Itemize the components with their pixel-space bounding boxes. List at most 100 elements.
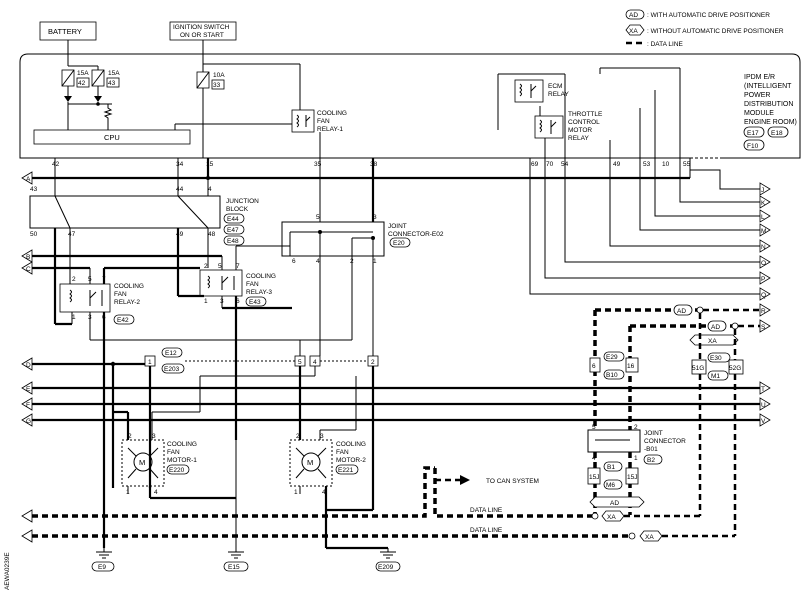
junction-block — [29, 195, 221, 229]
svg-text:A: A — [26, 176, 31, 183]
ipdm-label-4: DISTRIBUTION — [744, 101, 793, 108]
fuse-33-amp: 10A — [213, 72, 225, 79]
svg-text:E: E — [26, 386, 31, 393]
jb-pin-49: 49 — [176, 231, 184, 238]
rb-jc-1: JOINT — [644, 430, 663, 437]
cfr1-label-3: RELAY-1 — [317, 126, 343, 133]
rb-e30: E30 — [710, 355, 722, 362]
rb-pin-16: 16 — [627, 363, 635, 370]
data-line-1: DATA LINE — [470, 507, 503, 514]
rb-pin-4: 4 — [592, 455, 596, 462]
ipdm-conn-2: E18 — [771, 130, 783, 137]
m2-pin-2: 2 — [296, 433, 300, 440]
mc-pin-5: 5 — [298, 359, 302, 366]
je-pin-3: 3 — [373, 214, 377, 221]
rb-pin-6: 6 — [592, 363, 596, 370]
thr-label-4: RELAY — [568, 135, 589, 142]
rb-xa: XA — [708, 338, 717, 345]
ipdm-label: IPDM E/R (INTELLIGENT POWER DISTRIBUTION… — [743, 74, 797, 151]
ground-e15-label: E15 — [228, 564, 240, 571]
legend-ad-text: : WITH AUTOMATIC DRIVE POSITIONER — [647, 12, 770, 19]
side-id: AEWA0239E — [4, 552, 11, 590]
cooling-fan-relay-3 — [199, 269, 243, 297]
r2-pin-1: 1 — [72, 314, 76, 321]
m1-label-3: MOTOR-1 — [167, 457, 197, 464]
ecm-relay-label-2: RELAY — [548, 91, 569, 98]
jb-conn-1: E44 — [227, 216, 239, 223]
pin-53: 53 — [643, 161, 651, 168]
thr-label-1: THROTTLE — [568, 111, 603, 118]
ecm-relay-label-1: ECM — [548, 83, 562, 90]
m1-pin-2: 2 — [128, 433, 132, 440]
jb-conn-2: E47 — [227, 227, 239, 234]
battery-label: BATTERY — [48, 27, 82, 36]
rb-b10: B10 — [606, 372, 618, 379]
ipdm-label-2: (INTELLIGENT — [744, 83, 792, 90]
m2-conn: E221 — [338, 467, 354, 474]
left-marker-h2 — [21, 529, 33, 543]
svg-text:U: U — [761, 402, 766, 409]
ground-e9-label: E9 — [98, 564, 106, 571]
mc-conn-1: E12 — [165, 350, 177, 357]
r2-label-1: COOLING — [114, 283, 144, 290]
svg-text:O: O — [761, 260, 766, 267]
r3-label-2: FAN — [246, 281, 259, 288]
m1-label-2: FAN — [167, 449, 180, 456]
to-can-system: TO CAN SYSTEM — [486, 478, 539, 485]
m1-conn: E220 — [169, 467, 185, 474]
svg-text:P: P — [761, 276, 765, 283]
svg-text:Q: Q — [761, 292, 766, 299]
r3-pin-6: 6 — [236, 298, 240, 305]
ground-e209 — [375, 561, 401, 572]
data-line-2: DATA LINE — [470, 527, 503, 534]
rb-ad-2: AD — [711, 324, 720, 331]
pin-49: 49 — [613, 161, 621, 168]
ground-e15 — [223, 561, 249, 572]
r3-pin-7: 7 — [236, 263, 240, 270]
rb-pin-52g: 52G — [729, 365, 741, 372]
cooling-fan-motor-1 — [121, 439, 165, 487]
je-pin-5: 5 — [316, 214, 320, 221]
pin-34: 34 — [176, 161, 184, 168]
mc-pin-4: 4 — [313, 359, 317, 366]
thr-label-2: CONTROL — [568, 119, 600, 126]
fuse-43-num: 43 — [108, 80, 116, 87]
jb-label-1: JUNCTION — [226, 198, 259, 205]
pin-15: 15 — [206, 161, 214, 168]
pin-10: 10 — [662, 161, 670, 168]
cpu-label: CPU — [104, 133, 120, 142]
svg-text:L: L — [761, 214, 765, 221]
r3-pin-1: 1 — [204, 298, 208, 305]
m2-label-2: FAN — [336, 449, 349, 456]
fuse-42-amp: 15A — [77, 70, 89, 77]
rb-pin-1: 1 — [634, 455, 638, 462]
cooling-fan-relay-1 — [291, 109, 315, 133]
svg-text:T: T — [761, 386, 765, 393]
mc-conn-2: E203 — [164, 366, 180, 373]
legend-xa-text: : WITHOUT AUTOMATIC DRIVE POSITIONER — [647, 28, 784, 35]
je-conn: E20 — [393, 240, 405, 247]
rb-15j-b: 15J — [627, 474, 637, 481]
svg-text:R: R — [761, 308, 766, 315]
je-label-1: JOINT — [388, 223, 407, 230]
m1-pin-3: 3 — [152, 433, 156, 440]
je-pin-1: 1 — [373, 258, 377, 265]
rb-ad-1: AD — [677, 308, 686, 315]
pin-69: 69 — [531, 161, 539, 168]
fuse-42-num: 42 — [78, 80, 86, 87]
rb-pin-2: 2 — [634, 424, 638, 431]
throttle-control-motor-relay — [534, 115, 564, 139]
svg-text:J: J — [761, 187, 764, 194]
ecm-relay — [514, 79, 544, 103]
je-pin-6: 6 — [292, 258, 296, 265]
m1-label-1: COOLING — [167, 441, 197, 448]
ipdm-label-5: MODULE — [744, 110, 774, 117]
legend-ad-pill — [625, 9, 645, 20]
pin-55: 55 — [683, 161, 691, 168]
ipdm-label-6: ENGINE ROOM) — [744, 119, 797, 126]
legend: AD : WITH AUTOMATIC DRIVE POSITIONER XA … — [625, 9, 784, 48]
legend-xa-hex — [625, 24, 645, 36]
r3-label-1: COOLING — [246, 273, 276, 280]
ipdm-label-1: IPDM E/R — [744, 74, 775, 81]
